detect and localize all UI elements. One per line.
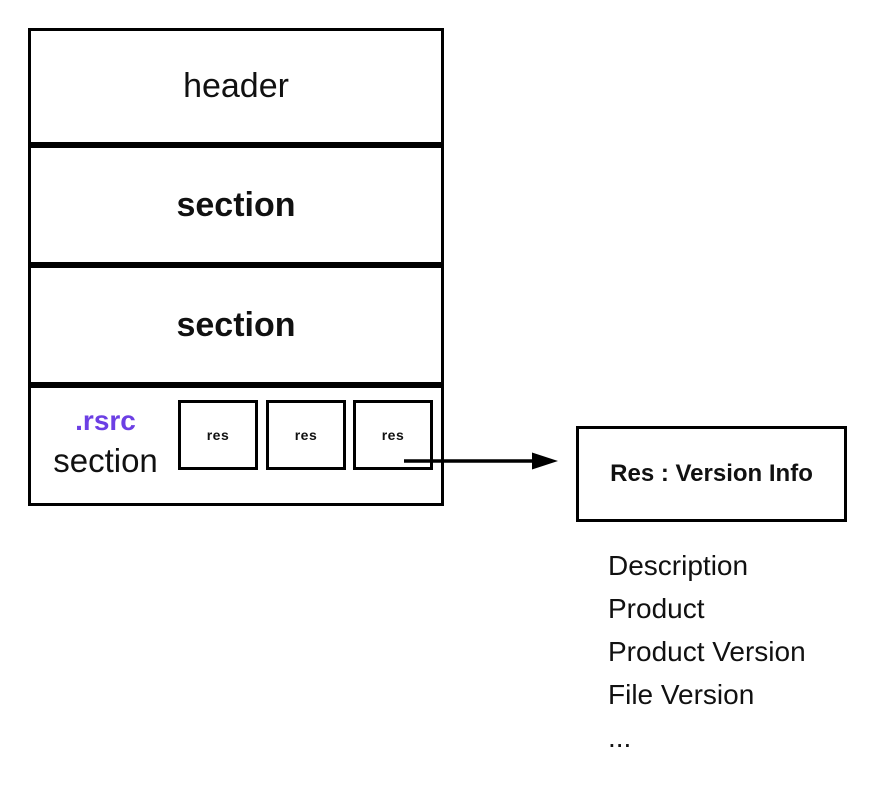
version-field-item: Product Version (608, 636, 806, 667)
code-section-box-2: section (28, 265, 444, 385)
version-info-title: Res : Version Info (610, 460, 813, 487)
resource-entry-label: res (206, 427, 230, 443)
version-field-item: ... (608, 722, 632, 753)
rsrc-section-title: .rsrc section (33, 405, 178, 479)
version-info-box: Res : Version Info (576, 426, 847, 522)
rsrc-name-label: .rsrc (75, 405, 136, 436)
version-fields-list: Description Product Product Version File… (608, 544, 806, 759)
version-field-item: Description (608, 550, 749, 581)
code-section-label-1: section (176, 185, 296, 224)
resource-entry-label: res (381, 427, 405, 443)
resource-entry-box: res (353, 400, 433, 470)
arrow-connector-icon (404, 452, 558, 470)
resource-entry-box: res (266, 400, 346, 470)
code-section-box-1: section (28, 145, 444, 265)
resource-entry-box: res (178, 400, 258, 470)
resource-entry-label: res (294, 427, 318, 443)
header-section-label: header (183, 67, 289, 105)
header-section-box: header (28, 28, 444, 145)
pe-file-stack: header section section .rsrc section res… (28, 28, 444, 506)
version-field-item: File Version (608, 679, 755, 710)
code-section-label-2: section (176, 305, 296, 344)
rsrc-word-label: section (53, 442, 158, 479)
rsrc-section-box: .rsrc section res res res (28, 385, 444, 506)
version-field-item: Product (608, 593, 705, 624)
